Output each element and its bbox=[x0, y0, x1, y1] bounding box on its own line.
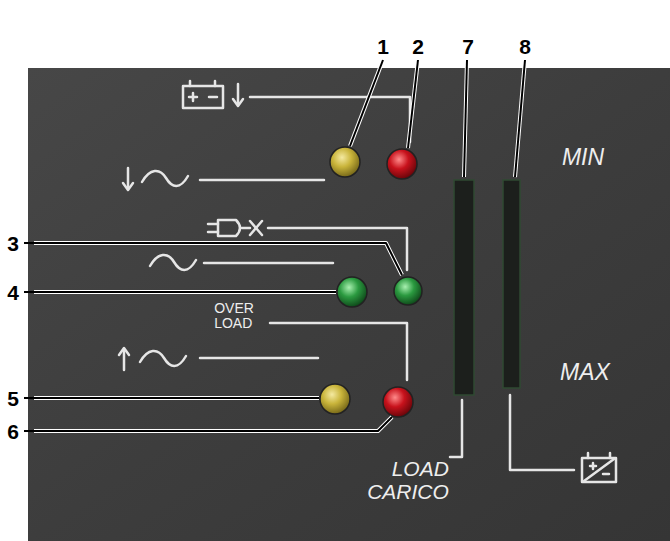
callout-number: 1 bbox=[377, 36, 389, 57]
panel-ground bbox=[28, 68, 670, 541]
leader-halo bbox=[34, 60, 525, 431]
leader-line bbox=[24, 60, 525, 431]
panel-legend: LOAD CARICO bbox=[367, 457, 449, 503]
battery-bar bbox=[503, 180, 520, 388]
callout-number: 6 bbox=[7, 421, 19, 442]
load-bar bbox=[454, 180, 474, 395]
led-lamps bbox=[320, 147, 422, 417]
scale-mark: MIN bbox=[562, 146, 604, 169]
callout-number: 2 bbox=[412, 36, 424, 57]
callout-number: 8 bbox=[519, 36, 531, 57]
scale-mark: MAX bbox=[560, 361, 610, 384]
panel-markings bbox=[119, 81, 616, 482]
callout-number: 5 bbox=[7, 388, 19, 409]
callout-number: 7 bbox=[462, 36, 474, 57]
callout-number: 3 bbox=[7, 233, 19, 254]
panel-legend: OVER LOAD bbox=[214, 301, 254, 330]
callout-number: 4 bbox=[7, 282, 19, 303]
